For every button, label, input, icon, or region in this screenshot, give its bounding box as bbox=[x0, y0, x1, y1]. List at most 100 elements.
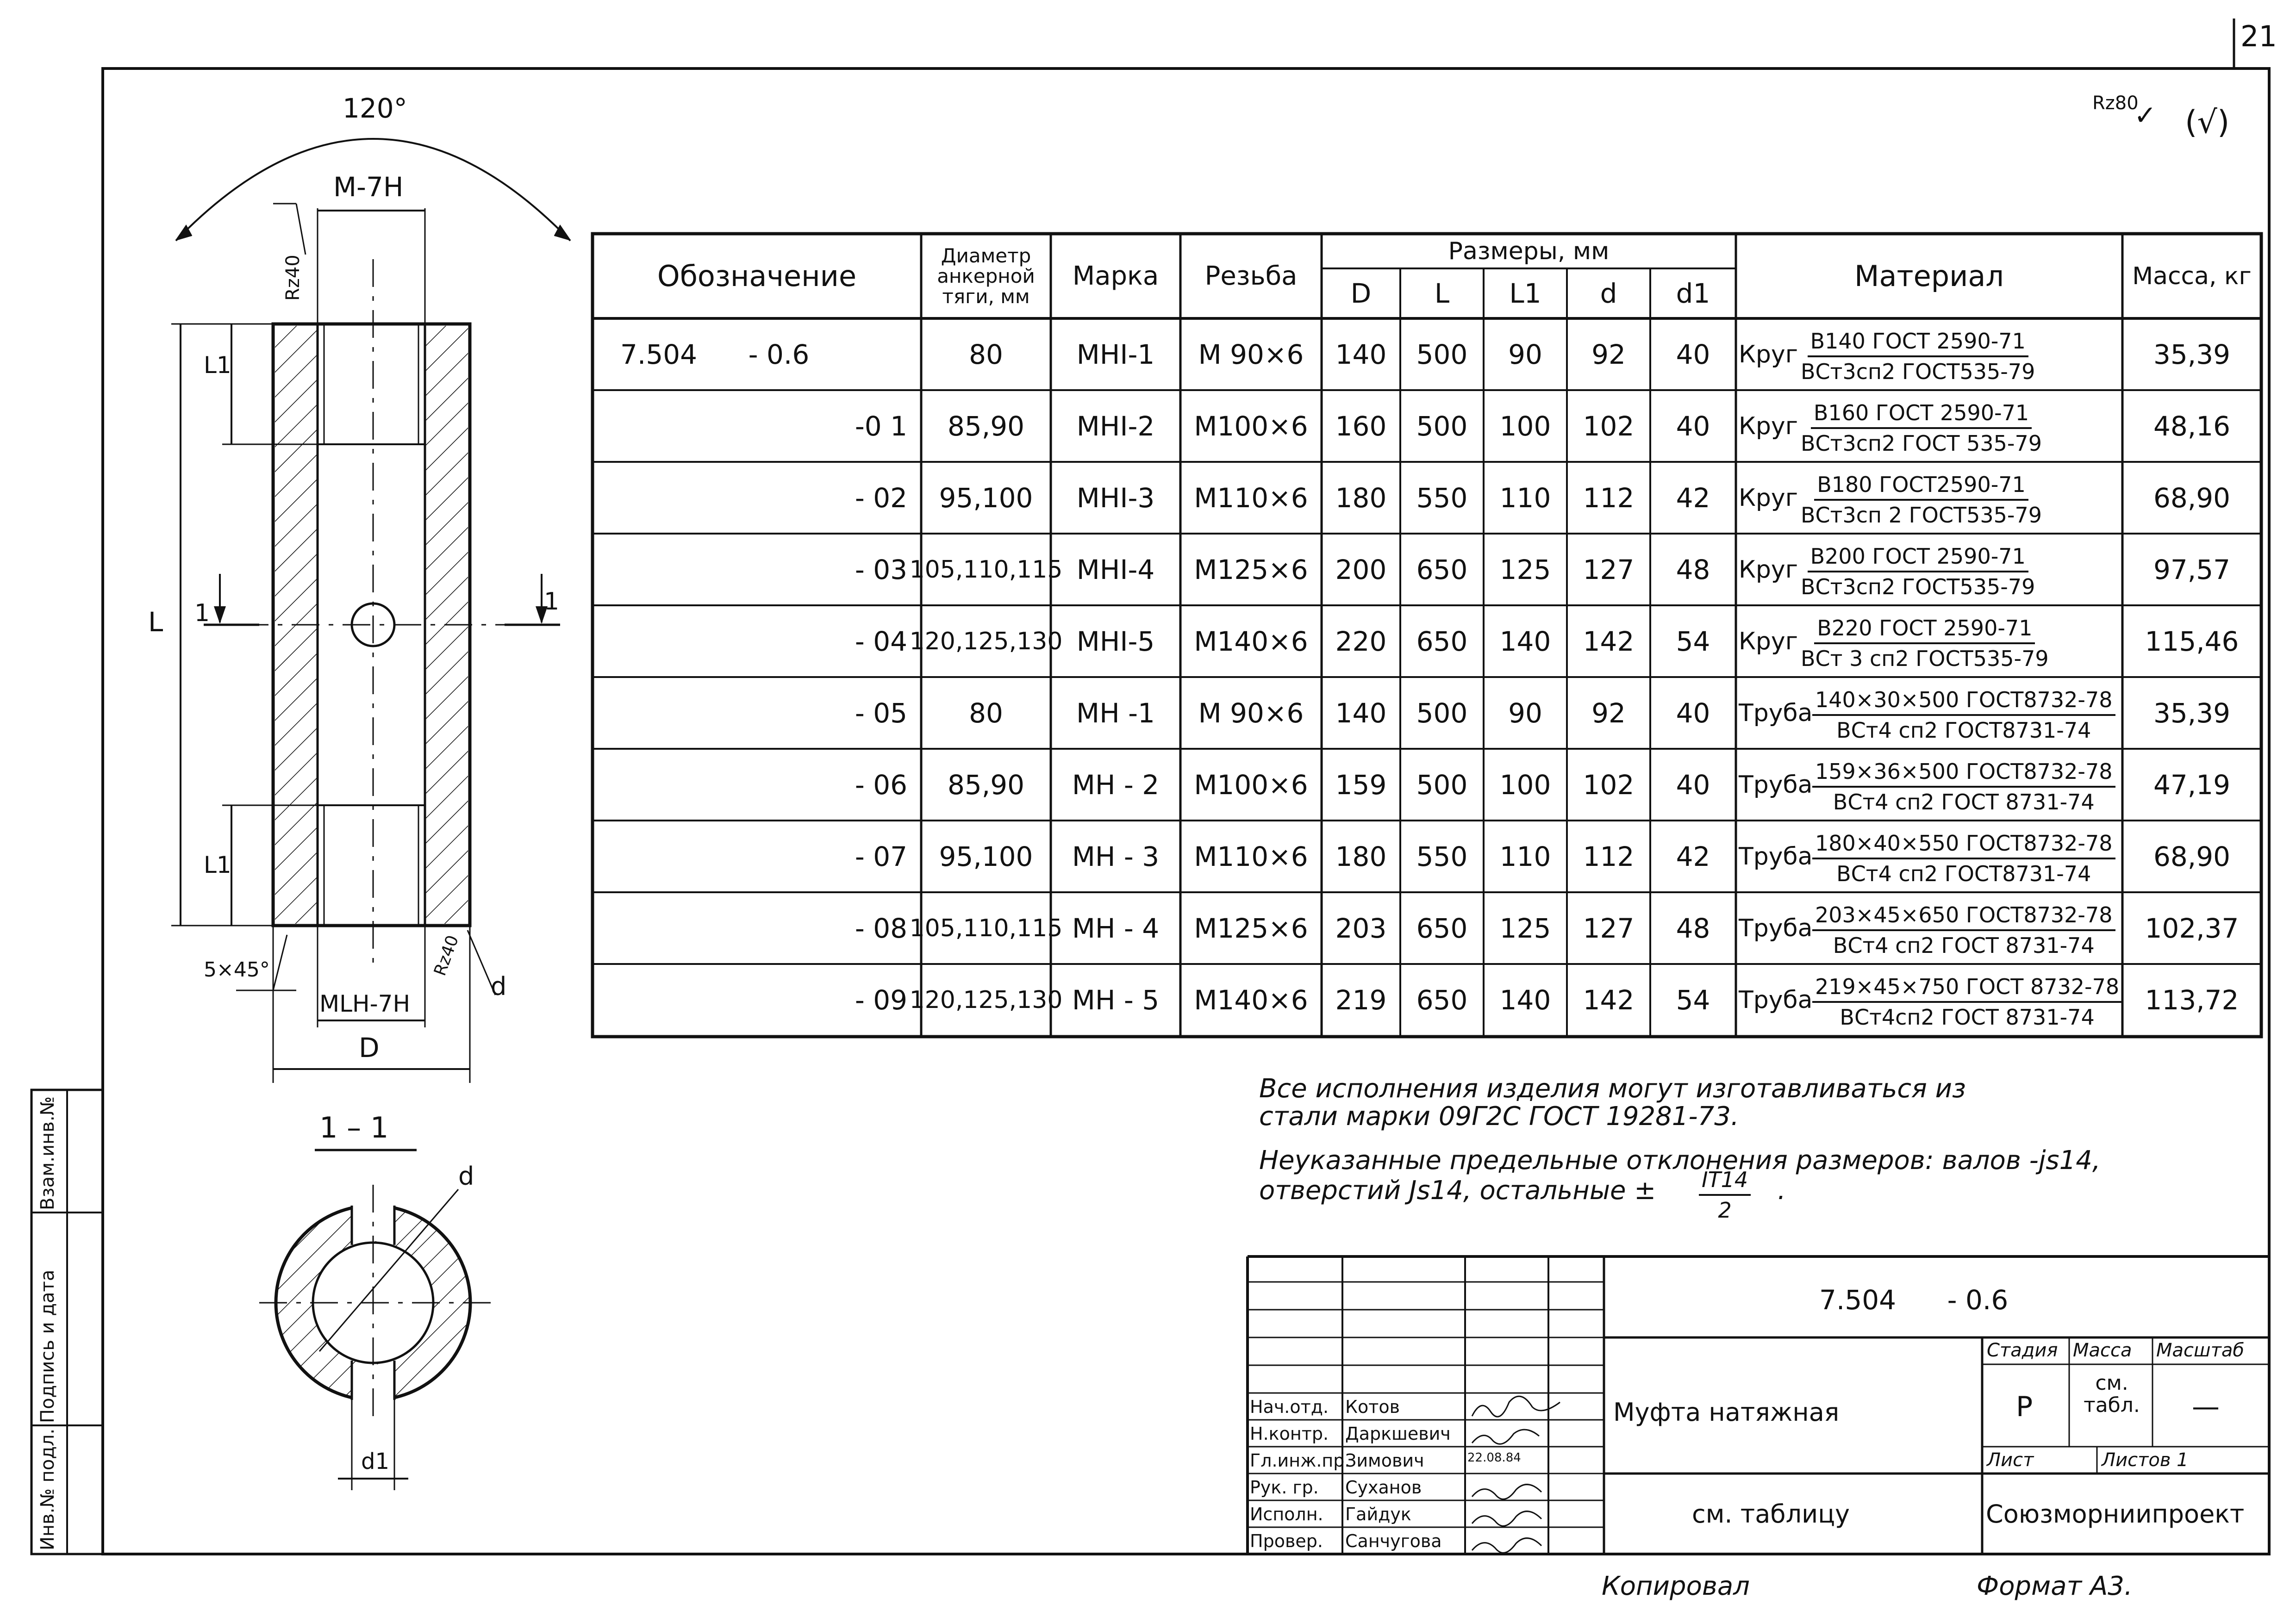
dim-L1-bottom-label: L1 bbox=[204, 852, 231, 878]
cell-D: 159 bbox=[1335, 769, 1387, 801]
cell-L1: 125 bbox=[1499, 553, 1551, 585]
cell-d: 142 bbox=[1583, 625, 1635, 657]
note-frac-num: IT14 bbox=[1699, 1167, 1751, 1196]
material-top: 203×45×650 ГОСТ8732-78 bbox=[1812, 902, 2115, 931]
cell-diameter: 95,100 bbox=[939, 482, 1033, 514]
cell-mark: МНI-5 bbox=[1076, 625, 1155, 657]
dim-L-label: L bbox=[148, 606, 163, 638]
cell-D: 180 bbox=[1335, 482, 1387, 514]
material-bottom: ВСт3сп2 ГОСТ 535-79 bbox=[1801, 431, 2042, 456]
material-bottom: ВСт4 сп2 ГОСТ 8731-74 bbox=[1833, 933, 2095, 958]
cell-d1: 54 bbox=[1676, 984, 1710, 1016]
material-bottom: ВСт 3 сп2 ГОСТ535-79 bbox=[1801, 646, 2049, 671]
tb-role: Нач.отд. bbox=[1250, 1397, 1329, 1417]
material-top: 219×45×750 ГОСТ 8732-78 bbox=[1812, 974, 2122, 1003]
cell-d1: 42 bbox=[1676, 840, 1710, 872]
stamp-replace-inv: Взам.инв.№ bbox=[37, 1096, 58, 1210]
cell-material-type: Труба bbox=[1739, 914, 1813, 942]
dim-L1-top-label: L1 bbox=[204, 352, 231, 379]
tb-scale-value: — bbox=[2192, 1391, 2220, 1423]
cell-d: 142 bbox=[1583, 984, 1635, 1016]
cell-material-type: Круг bbox=[1739, 340, 1798, 368]
cell-diameter: 105,110,115 bbox=[909, 914, 1063, 942]
roughness-check-icon: ✓ bbox=[2134, 99, 2157, 131]
cell-mark: МН - 2 bbox=[1072, 769, 1160, 801]
cell-diameter: 85,90 bbox=[947, 769, 1025, 801]
cell-d1: 40 bbox=[1676, 338, 1710, 370]
cell-thread: М110×6 bbox=[1194, 840, 1308, 872]
cell-L: 550 bbox=[1416, 482, 1468, 514]
cell-mass: 48,16 bbox=[2153, 410, 2231, 442]
tb-stage-value: Р bbox=[2016, 1391, 2033, 1423]
cell-mass: 115,46 bbox=[2145, 625, 2239, 657]
cell-d: 112 bbox=[1583, 840, 1635, 872]
stamp-inv-no: Инв.№ подл. bbox=[37, 1428, 58, 1550]
tb-role: Провер. bbox=[1250, 1531, 1323, 1551]
header-sizes: Размеры, мм bbox=[1448, 237, 1610, 265]
cell-mark: МН -1 bbox=[1076, 697, 1155, 729]
dim-d-label: d bbox=[491, 972, 507, 1001]
cell-mass: 47,19 bbox=[2153, 769, 2231, 801]
cell-D: 203 bbox=[1335, 912, 1387, 944]
tb-role: Гл.инж.пр. bbox=[1250, 1450, 1350, 1471]
cell-material-type: Труба bbox=[1739, 699, 1813, 727]
cell-mass: 68,90 bbox=[2153, 482, 2231, 514]
cell-D: 220 bbox=[1335, 625, 1387, 657]
tb-date: 22.08.84 bbox=[1467, 1451, 1521, 1465]
tb-person: Котов bbox=[1345, 1397, 1400, 1417]
cell-d1: 40 bbox=[1676, 410, 1710, 442]
cell-material-type: Круг bbox=[1739, 412, 1798, 440]
angle-label: 120° bbox=[343, 93, 407, 124]
cell-L1: 140 bbox=[1499, 984, 1551, 1016]
cell-D: 219 bbox=[1335, 984, 1387, 1016]
note-line-4-end: . bbox=[1778, 1175, 1786, 1206]
header-mark: Марка bbox=[1072, 261, 1159, 291]
material-bottom: ВСт3сп2 ГОСТ535-79 bbox=[1801, 359, 2035, 384]
tb-code: 7.504 - 0.6 bbox=[1819, 1284, 2009, 1316]
cell-thread: М140×6 bbox=[1194, 625, 1308, 657]
cell-L1: 90 bbox=[1508, 697, 1542, 729]
cell-d1: 48 bbox=[1676, 553, 1710, 585]
cell-L: 550 bbox=[1416, 840, 1468, 872]
cell-diameter: 80 bbox=[969, 697, 1003, 729]
cell-designation: - 06 bbox=[855, 769, 907, 801]
material-top: В140 ГОСТ 2590-71 bbox=[1807, 329, 2028, 357]
thread-top-label: M-7H bbox=[333, 171, 404, 203]
footer-copied: Копировал bbox=[1602, 1571, 1750, 1601]
cell-designation: - 04 bbox=[855, 625, 907, 657]
cell-material-type: Круг bbox=[1739, 555, 1798, 584]
cell-mass: 68,90 bbox=[2153, 840, 2231, 872]
footer-format: Формат А3. bbox=[1977, 1571, 2133, 1601]
cell-d: 92 bbox=[1591, 697, 1626, 729]
cell-diameter: 105,110,115 bbox=[909, 555, 1063, 584]
tb-role: Рук. гр. bbox=[1250, 1477, 1319, 1498]
cell-mass: 35,39 bbox=[2153, 338, 2231, 370]
rz-top-label: Rz40 bbox=[282, 255, 304, 301]
cell-mass: 113,72 bbox=[2145, 984, 2239, 1016]
cell-mark: МН - 4 bbox=[1072, 912, 1160, 944]
cell-D: 140 bbox=[1335, 697, 1387, 729]
material-bottom: ВСт4сп2 ГОСТ 8731-74 bbox=[1840, 1005, 2095, 1030]
cell-material-type: Круг bbox=[1739, 484, 1798, 512]
material-top: 140×30×500 ГОСТ8732-78 bbox=[1812, 687, 2115, 716]
tb-person: Гайдук bbox=[1345, 1504, 1411, 1524]
header-mass: Масса, кг bbox=[2132, 262, 2252, 290]
cell-d: 102 bbox=[1583, 769, 1635, 801]
tb-sheets-label: Листов 1 bbox=[2102, 1449, 2189, 1471]
dim-d1-label: d1 bbox=[361, 1449, 390, 1474]
cell-designation: 7.504 - 0.6 bbox=[620, 338, 810, 370]
tb-scale-label: Масштаб bbox=[2156, 1340, 2245, 1361]
cell-mark: МНI-1 bbox=[1076, 338, 1155, 370]
cell-L1: 125 bbox=[1499, 912, 1551, 944]
cell-mass: 35,39 bbox=[2153, 697, 2231, 729]
header-d: d bbox=[1600, 278, 1617, 309]
header-L1: L1 bbox=[1509, 278, 1541, 309]
header-L: L bbox=[1434, 278, 1450, 309]
